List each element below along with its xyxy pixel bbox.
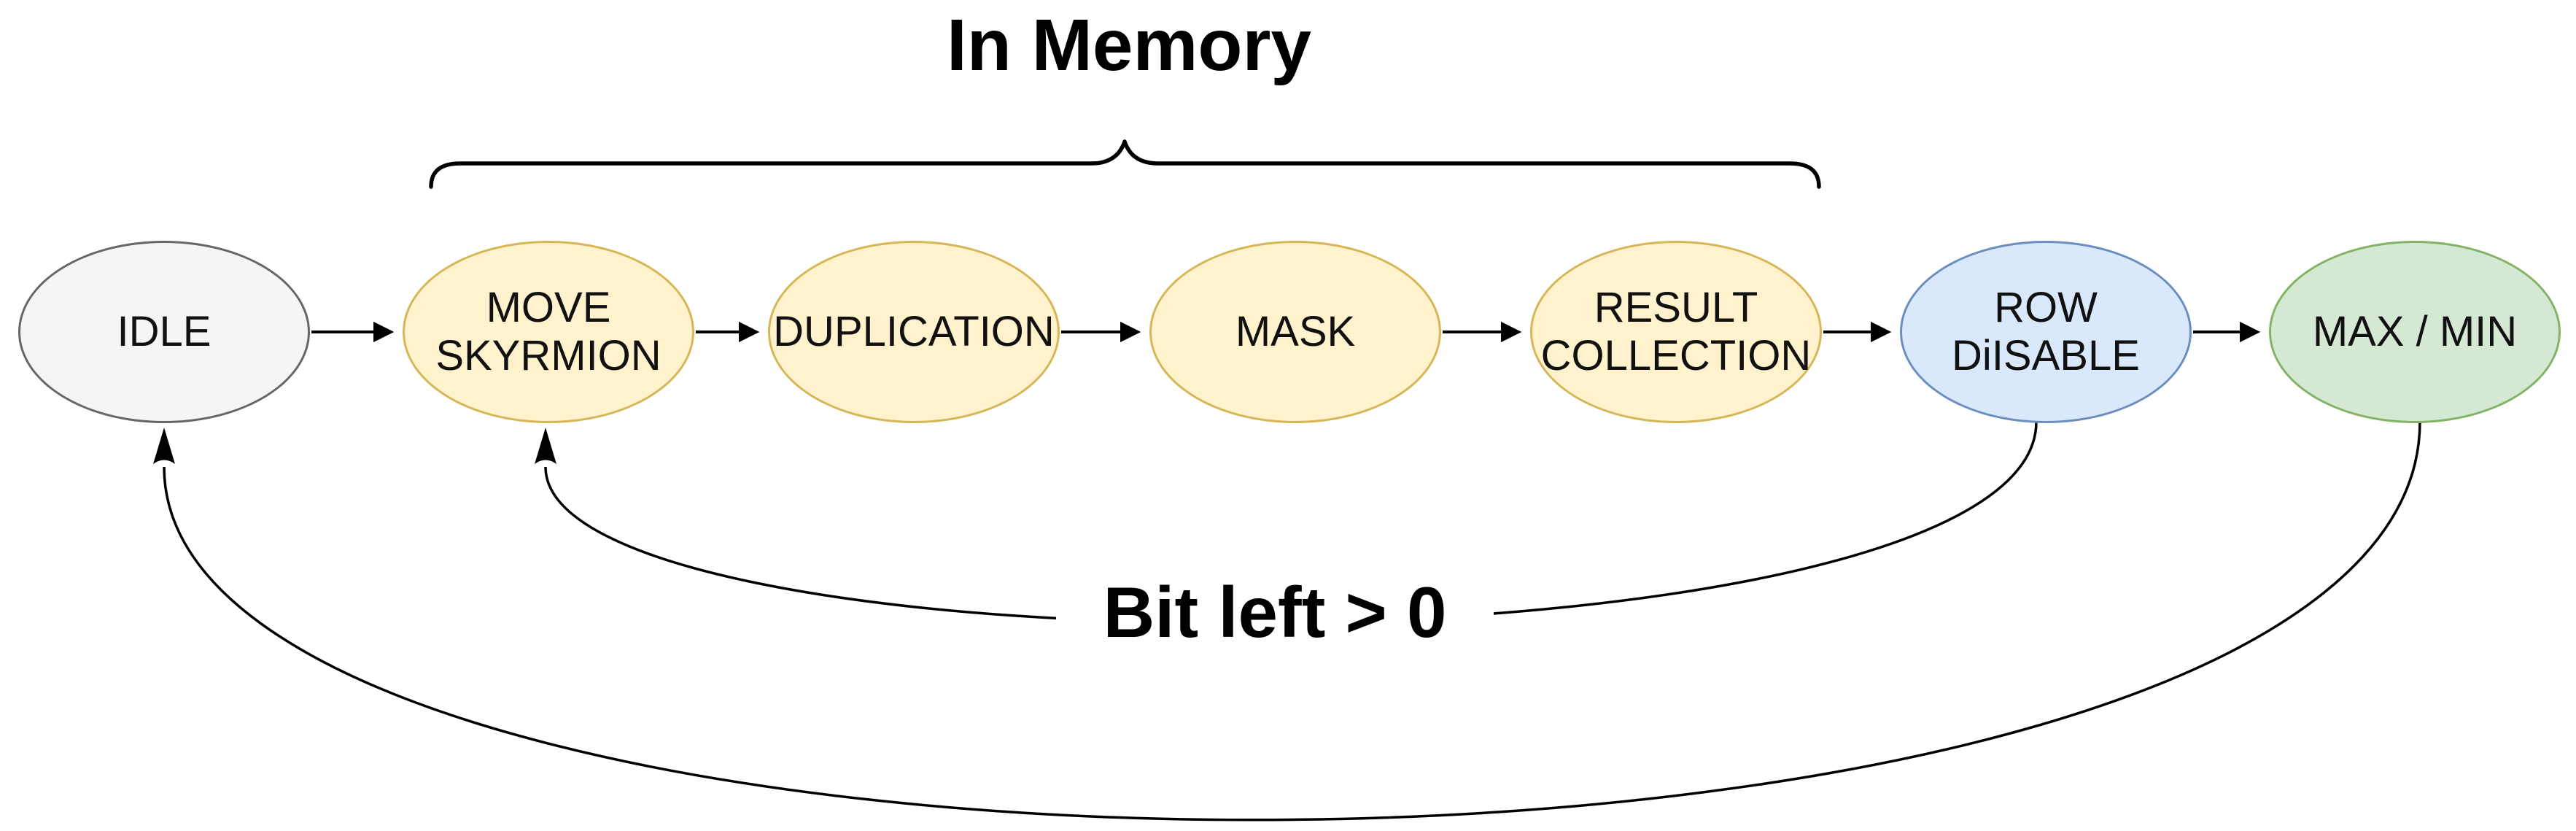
state-mask: MASK <box>1149 241 1441 423</box>
state-move-skyrmion: MOVE SKYRMION <box>403 241 694 423</box>
state-duplication: DUPLICATION <box>768 241 1060 423</box>
in-memory-brace <box>429 139 1821 189</box>
state-row-disable: ROW DiISABLE <box>1900 241 2192 423</box>
loop-max-to-idle-arrowhead-icon <box>153 428 175 464</box>
loop-row-to-move-arrowhead-icon <box>535 428 556 464</box>
state-result-collection: RESULT COLLECTION <box>1530 241 1822 423</box>
diagram-title: In Memory <box>946 4 1312 86</box>
loop-condition-label: Bit left > 0 <box>1056 571 1494 654</box>
state-max-min: MAX / MIN <box>2269 241 2561 423</box>
loop-max-to-idle-curve <box>163 421 2421 822</box>
state-idle: IDLE <box>18 241 310 423</box>
